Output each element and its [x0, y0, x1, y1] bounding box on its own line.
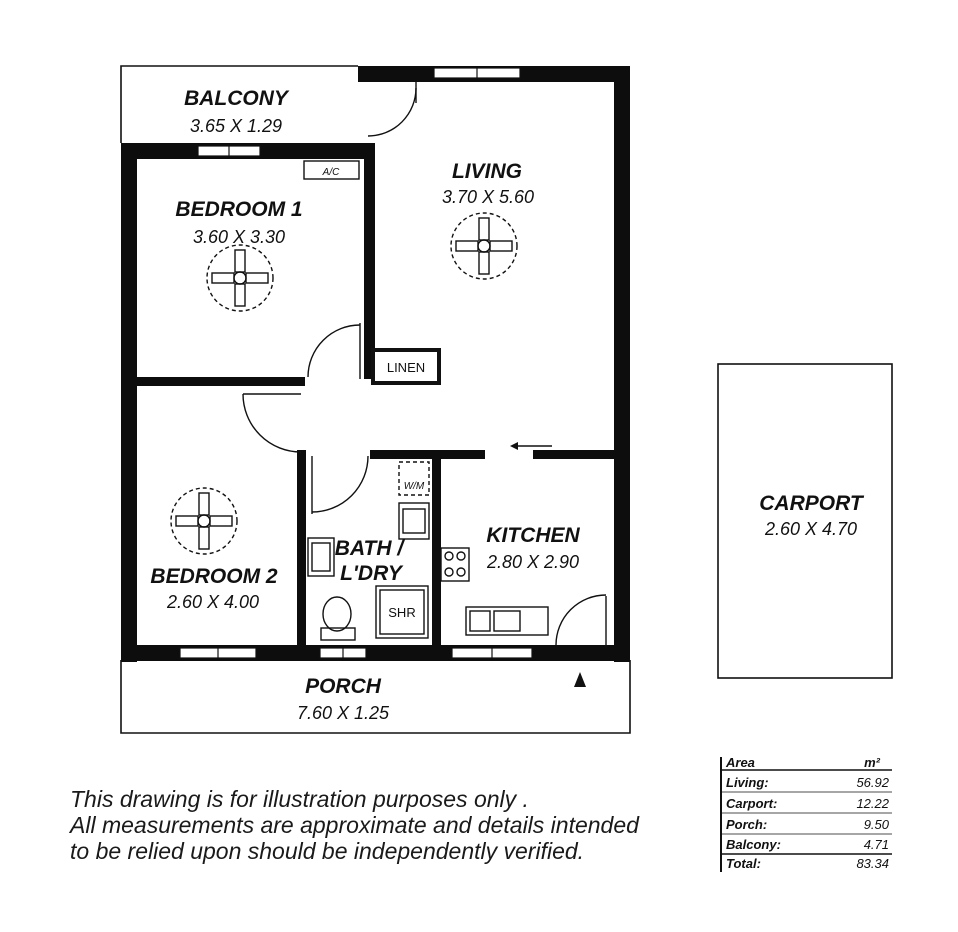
disclaimer-line: This drawing is for illustration purpose…	[70, 786, 529, 812]
area-header-label: Area	[725, 755, 755, 770]
area-row-label: Balcony:	[726, 837, 781, 852]
linen-label: LINEN	[387, 360, 425, 375]
porch-dims: 7.60 X 1.25	[297, 703, 390, 723]
disclaimer-line: to be relied upon should be independentl…	[70, 838, 585, 864]
cooktop-icon	[440, 547, 470, 582]
bath-name-line2: L'DRY	[340, 562, 404, 585]
windows	[179, 67, 533, 659]
laundry-tub-icon	[398, 502, 430, 540]
balcony-dims: 3.65 X 1.29	[190, 116, 282, 136]
area-row-label: Living:	[726, 775, 769, 790]
area-total-label: Total:	[726, 856, 761, 871]
ceiling-fan-icon	[170, 487, 238, 555]
vanity-basin-icon	[307, 537, 335, 577]
kitchen-sink-icon	[465, 606, 549, 636]
bedroom2-dims: 2.60 X 4.00	[166, 592, 259, 612]
ac-unit	[303, 160, 360, 180]
shower-label: SHR	[388, 605, 415, 620]
area-row-label: Carport:	[726, 796, 777, 811]
linen-cupboard	[371, 348, 441, 385]
washing-machine	[398, 461, 430, 496]
kitchen-dims: 2.80 X 2.90	[486, 552, 579, 572]
area-row-value: 56.92	[856, 775, 889, 790]
carport-dims: 2.60 X 4.70	[764, 519, 857, 539]
kitchen-name: KITCHEN	[486, 524, 580, 547]
area-row-label: Porch:	[726, 817, 767, 832]
disclaimer-line: All measurements are approximate and det…	[70, 812, 639, 838]
area-row-value: 12.22	[856, 796, 889, 811]
carport-name: CARPORT	[759, 492, 865, 515]
shower-icon	[375, 585, 429, 639]
living-name: LIVING	[452, 160, 522, 183]
doors[interactable]	[242, 82, 607, 648]
bedroom1-dims: 3.60 X 3.30	[193, 227, 285, 247]
area-total-value: 83.34	[856, 856, 889, 871]
balcony-name: BALCONY	[184, 87, 290, 110]
ac-label: A/C	[322, 167, 340, 178]
porch-name: PORCH	[305, 675, 382, 698]
area-header-unit: m²	[864, 755, 881, 770]
porch-area	[120, 660, 631, 734]
living-dims: 3.70 X 5.60	[442, 187, 534, 207]
washing-machine-label: W/M	[404, 481, 425, 492]
toilet-icon	[320, 596, 356, 641]
bedroom2-name: BEDROOM 2	[150, 565, 278, 588]
entry-arrow-icon	[574, 672, 586, 687]
area-row-value: 4.71	[864, 837, 889, 852]
area-table: Area m² Living: 56.92 Carport: 12.22 Por…	[720, 755, 892, 872]
interior-walls	[137, 143, 618, 651]
carport-outline	[717, 363, 893, 679]
hall-arrow-icon	[510, 442, 552, 450]
area-row-value: 9.50	[864, 817, 890, 832]
ceiling-fan-icon	[450, 212, 518, 280]
ceiling-fan-icon	[206, 244, 274, 312]
bath-name-line1: BATH /	[335, 537, 406, 560]
bedroom1-name: BEDROOM 1	[175, 198, 302, 221]
balcony-area	[120, 65, 358, 143]
disclaimer: This drawing is for illustration purpose…	[70, 786, 710, 864]
